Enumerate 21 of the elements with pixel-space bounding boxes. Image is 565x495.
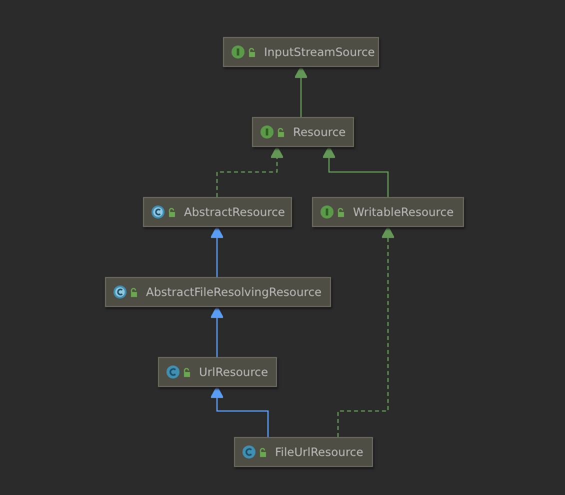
inheritance-arrow: [322, 146, 389, 197]
class-name: UrlResource: [199, 365, 268, 379]
class-box: [223, 37, 379, 67]
class-name: FileUrlResource: [275, 445, 364, 459]
inheritance-arrow: [210, 386, 269, 437]
inheritance-arrow: [210, 306, 224, 357]
inheritance-arrow: [294, 66, 308, 117]
class-box: [312, 197, 464, 227]
class-name: Resource: [293, 125, 346, 139]
class-name: InputStreamSource: [264, 45, 375, 59]
class-name: WritableResource: [353, 205, 454, 219]
class-box: [143, 197, 292, 227]
inheritance-arrow: [216, 146, 284, 197]
class-name: AbstractFileResolvingResource: [146, 285, 322, 299]
class-name: AbstractResource: [184, 205, 286, 219]
inheritance-arrow: [210, 226, 224, 277]
class-box: [252, 117, 354, 147]
class-box: [234, 437, 373, 467]
inheritance-arrow: [337, 226, 395, 437]
class-box: [105, 277, 331, 307]
class-box: [158, 357, 277, 387]
